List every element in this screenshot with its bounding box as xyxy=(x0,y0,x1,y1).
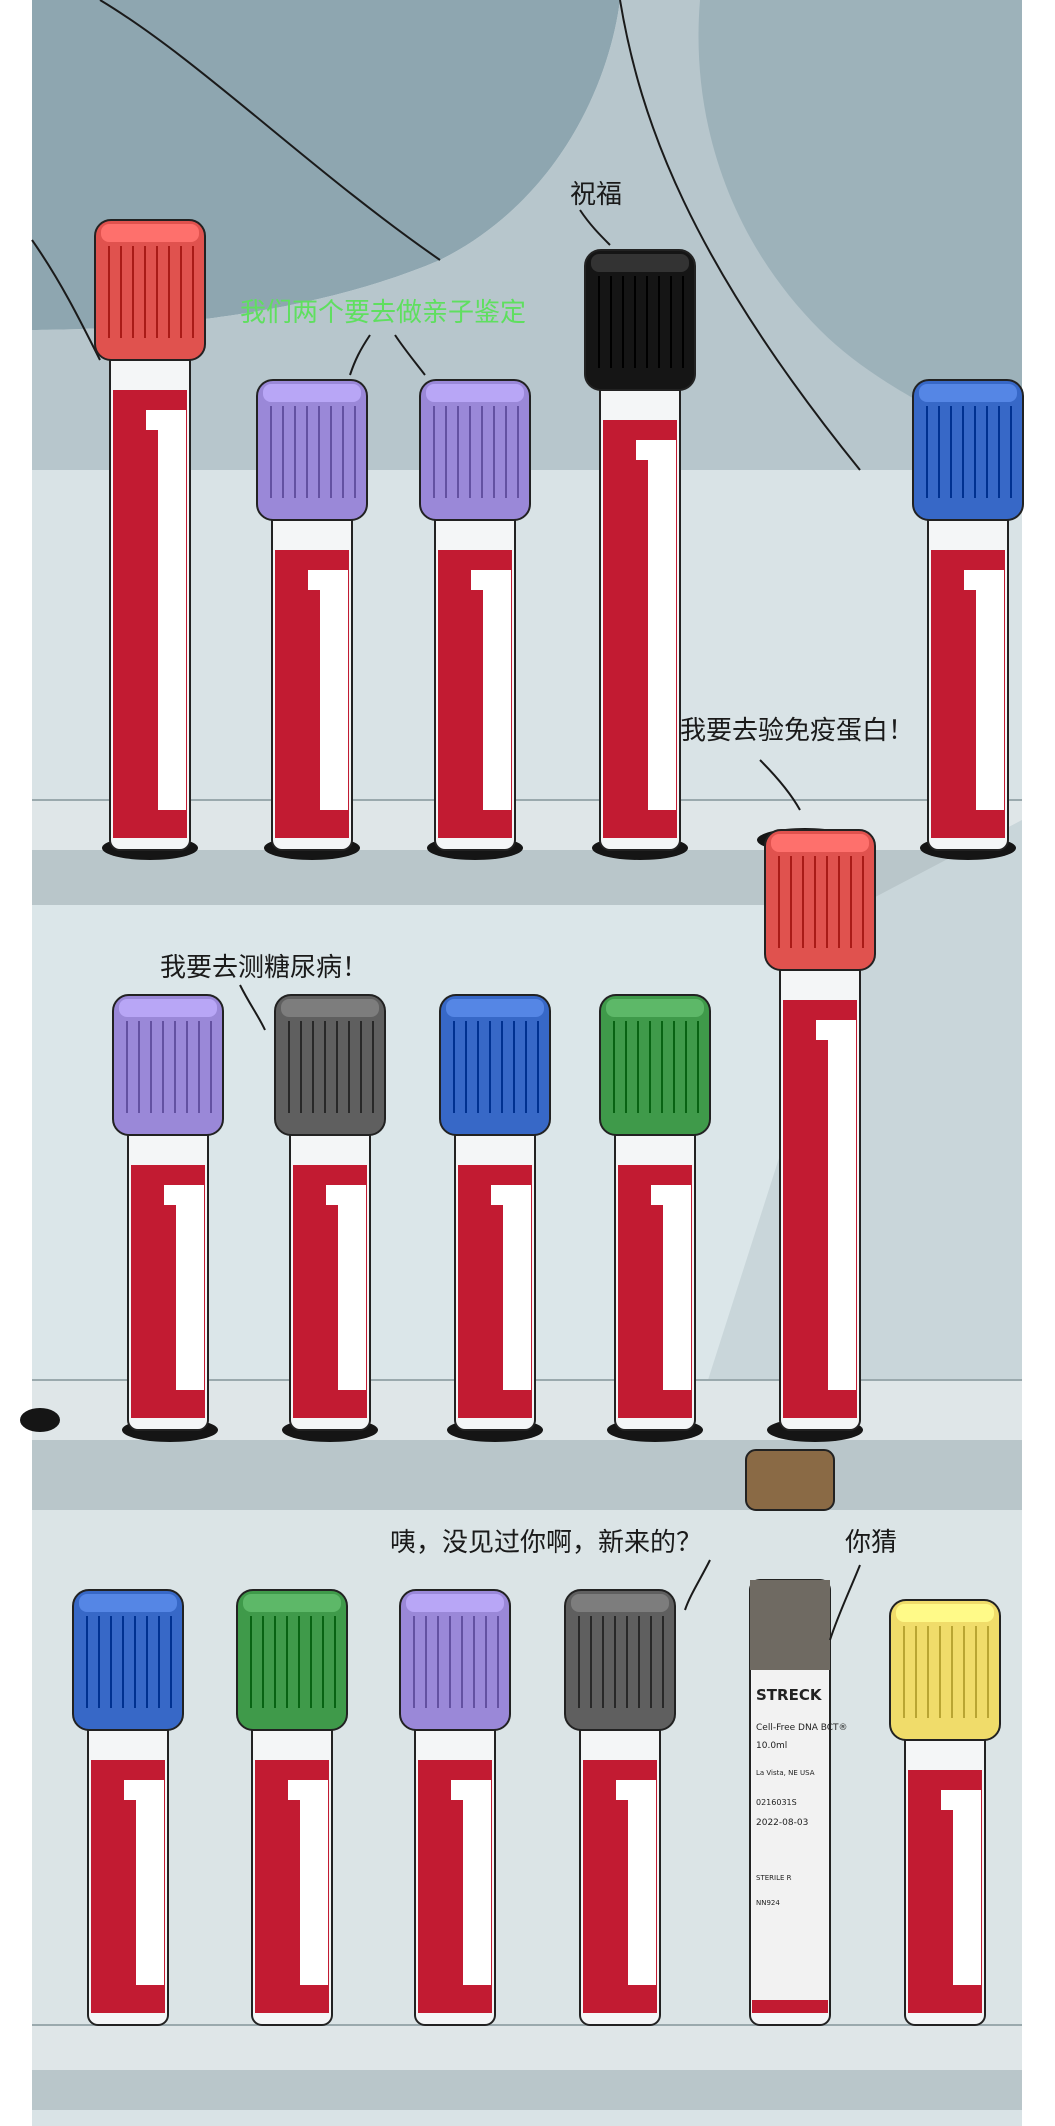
blood-tube-blue-cap xyxy=(912,379,1024,851)
blood-tube-green-cap xyxy=(599,994,711,1431)
streck-label-text: Cell-Free DNA BCT® xyxy=(756,1723,848,1733)
blood-tube-purple-cap xyxy=(112,994,224,1431)
upper-wall xyxy=(32,0,1022,470)
blood-tube-black-cap xyxy=(584,249,696,851)
streck-label-text: La Vista, NE USA xyxy=(756,1769,815,1777)
caption-diabetes: 我要去测糖尿病！ xyxy=(160,953,369,983)
streck-label-text: STERILE R xyxy=(756,1874,792,1882)
streck-label-text: 2022-08-03 xyxy=(756,1818,808,1828)
blood-tube-purple-cap xyxy=(419,379,531,851)
blood-tube-purple-cap xyxy=(256,379,368,851)
blood-tube-blue-cap xyxy=(72,1589,184,2026)
caption-paternity-test: 我们两个要去做亲子鉴定 xyxy=(240,298,527,328)
rack-bottom xyxy=(32,2024,1022,2110)
streck-label-text: 10.0ml xyxy=(756,1741,787,1751)
streck-label-text: STRECK xyxy=(756,1686,823,1704)
blood-tube-green-cap xyxy=(236,1589,348,2026)
blood-tube-purple-cap xyxy=(399,1589,511,2026)
speech-pointers xyxy=(239,209,861,1641)
blood-tube-red-cap xyxy=(764,829,876,1431)
streck-label-text: NN924 xyxy=(756,1899,780,1907)
tubes: STRECK Cell-Free DNA BCT® 10.0ml La Vista, … xyxy=(72,219,1024,2026)
caption-blessing: 祝福 xyxy=(570,180,623,210)
blood-tube-gray-cap xyxy=(564,1589,676,2026)
caption-newcomer: 咦，没见过你啊，新来的？ xyxy=(390,1528,703,1558)
blood-tube-brown-cap: STRECK Cell-Free DNA BCT® 10.0ml La Vista, … xyxy=(745,1449,848,2026)
blood-tube-yellow-cap xyxy=(889,1599,1001,2026)
blood-tube-blue-cap xyxy=(439,994,551,1431)
streck-label-text: 0216031S xyxy=(756,1798,797,1807)
caption-immunoprotein: 我要去验免疫蛋白！ xyxy=(680,716,915,746)
blood-tube-gray-cap xyxy=(274,994,386,1431)
caption-guess: 你猜 xyxy=(845,1528,898,1558)
blood-tube-red-cap xyxy=(94,219,206,851)
